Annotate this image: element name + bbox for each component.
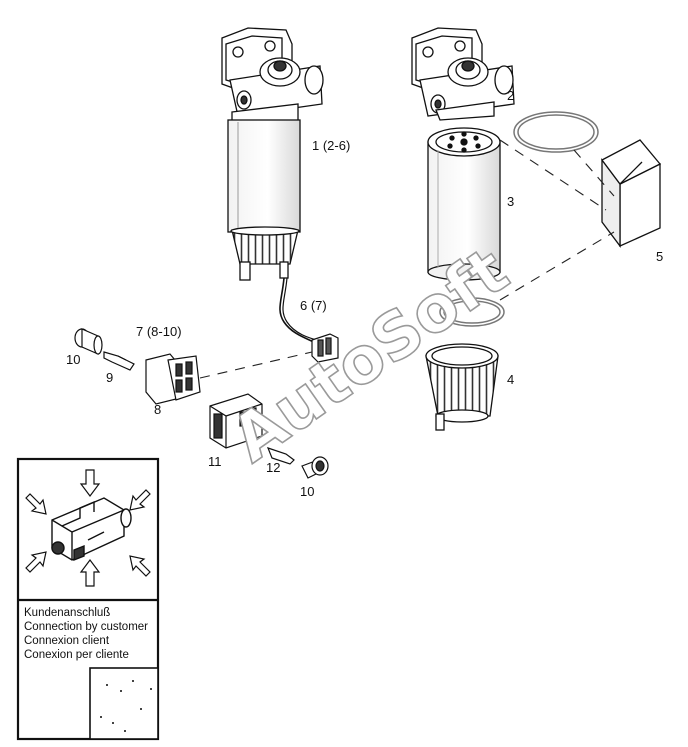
callout-9: 9 — [106, 370, 113, 385]
filter-assembly-1 — [221, 27, 324, 345]
panel-line-it: Conexion per cliente — [24, 649, 129, 661]
callout-8: 8 — [154, 402, 161, 417]
callout-11: 11 — [208, 454, 222, 469]
package-box-5 — [601, 139, 662, 248]
callout-2: 2 — [507, 88, 514, 103]
inset-arrows — [25, 469, 151, 587]
customer-connection-panel: Kundenanschluß Connection by customer Co… — [16, 457, 160, 741]
callout-4: 4 — [507, 372, 514, 387]
panel-line-de: Kundenanschluß — [24, 607, 110, 619]
inset-connector-drawing — [51, 497, 132, 562]
leader-lines — [199, 139, 615, 379]
connector-11 — [209, 393, 263, 449]
blind-plug-10-right — [301, 456, 329, 479]
panel-line-fr: Connexion client — [24, 635, 110, 647]
callout-3: 3 — [507, 194, 514, 209]
blind-plug-10-left — [74, 328, 103, 355]
callout-6: 6 (7) — [300, 298, 327, 313]
filter-head-2 — [411, 27, 515, 121]
contact-pin-9 — [103, 351, 135, 371]
panel-blank-box — [89, 667, 159, 740]
callout-12: 12 — [266, 460, 280, 475]
panel-speckles — [100, 680, 152, 732]
connector-8 — [145, 353, 201, 405]
callout-10-left: 10 — [66, 352, 80, 367]
callout-5: 5 — [656, 249, 663, 264]
callout-1: 1 (2-6) — [312, 138, 350, 153]
wire-connector-6 — [311, 333, 339, 363]
filter-cartridge-3 — [427, 127, 501, 281]
contact-pin-12 — [266, 447, 295, 465]
callout-7: 7 (8-10) — [136, 324, 182, 339]
callout-10-right: 10 — [300, 484, 314, 499]
water-bowl-4 — [425, 343, 499, 431]
seal-rings — [439, 111, 599, 327]
panel-line-en: Connection by customer — [24, 621, 148, 633]
